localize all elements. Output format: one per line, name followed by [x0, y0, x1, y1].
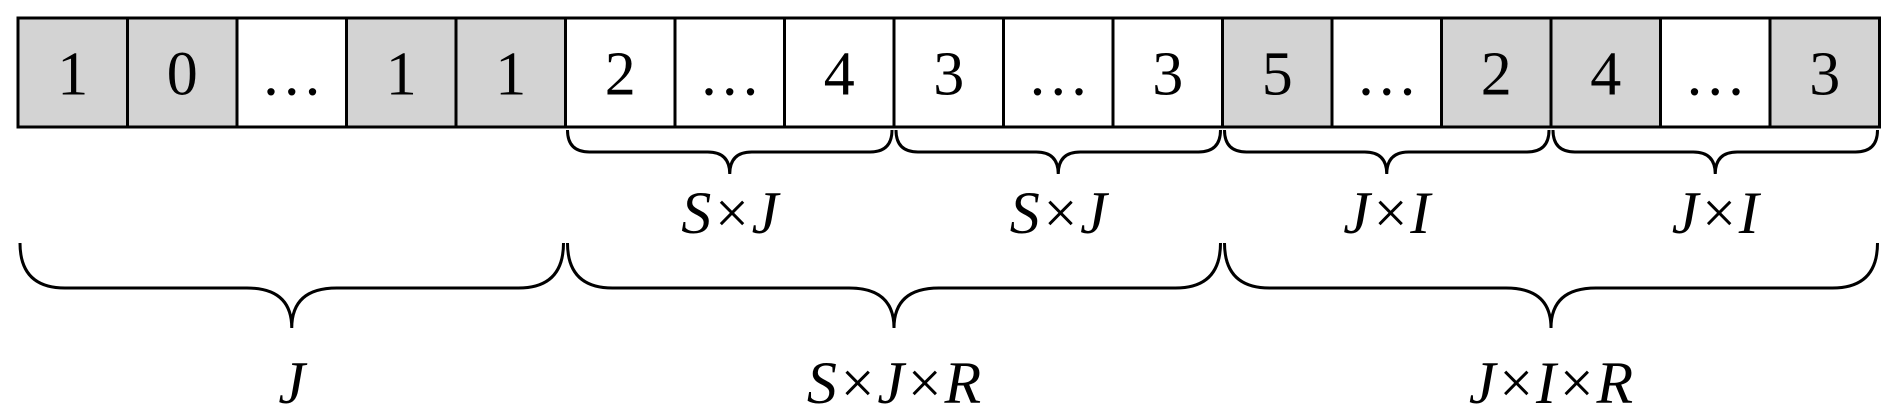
gene-cell-value: 1 — [386, 41, 417, 109]
gene-cell: 4 — [783, 16, 896, 129]
gene-cell: 1 — [454, 16, 567, 129]
gene-cell: 3 — [892, 16, 1005, 129]
group-bracket: S×J — [894, 129, 1222, 246]
gene-cell-value: … — [1684, 41, 1746, 109]
gene-cell-value: … — [1027, 41, 1089, 109]
gene-cell: 2 — [564, 16, 677, 129]
group-label: S×J×R — [807, 350, 981, 416]
gene-cell: 3 — [1111, 16, 1224, 129]
gene-cell-box — [1659, 16, 1772, 129]
curly-brace — [566, 242, 1222, 329]
curly-brace — [1223, 242, 1879, 329]
gene-cell-box — [16, 16, 129, 129]
gene-cell: … — [1002, 16, 1115, 129]
gene-cell-value: 2 — [605, 41, 636, 109]
gene-cell-value: 5 — [1262, 41, 1293, 109]
group-bracket: J — [18, 242, 565, 416]
gene-cell-box — [1002, 16, 1115, 129]
gene-cell-value: 3 — [1809, 41, 1840, 109]
inner-braces: S×J S×J J×I J×I — [566, 129, 1879, 246]
group-bracket: J×I — [1551, 129, 1879, 246]
curly-brace — [1551, 129, 1879, 175]
gene-cell-value: … — [1356, 41, 1418, 109]
gene-cell: 2 — [1440, 16, 1553, 129]
group-label: J — [278, 350, 307, 416]
gene-cell-box — [564, 16, 677, 129]
group-label: J×I — [1672, 180, 1762, 246]
curly-brace — [566, 129, 894, 175]
gene-cells: 1 0 … 1 1 2 … 4 3 … 3 5 … 2 4 … 3 — [16, 16, 1881, 129]
gene-cell-value: 4 — [1590, 41, 1621, 109]
gene-cell-value: 1 — [495, 41, 526, 109]
gene-cell-box — [1768, 16, 1881, 129]
gene-cell: 1 — [345, 16, 458, 129]
gene-cell-box — [1221, 16, 1334, 129]
gene-cell-box — [454, 16, 567, 129]
gene-cell: 5 — [1221, 16, 1334, 129]
gene-cell-box — [126, 16, 239, 129]
outer-braces: J S×J×R J×I×R — [18, 242, 1879, 416]
gene-cell-box — [673, 16, 786, 129]
gene-cell-box — [1440, 16, 1553, 129]
gene-cell-value: 1 — [57, 41, 88, 109]
gene-cell: … — [235, 16, 348, 129]
gene-cell-value: 3 — [933, 41, 964, 109]
gene-cell-value: 2 — [1481, 41, 1512, 109]
group-label: S×J — [1010, 180, 1109, 246]
gene-cell: 3 — [1768, 16, 1881, 129]
gene-cell-box — [783, 16, 896, 129]
group-bracket: S×J×R — [566, 242, 1222, 416]
gene-cell-value: 4 — [824, 41, 855, 109]
group-label: S×J — [681, 180, 780, 246]
gene-cell-box — [892, 16, 1005, 129]
gene-cell: … — [673, 16, 786, 129]
group-bracket: J×I×R — [1223, 242, 1879, 416]
gene-cell: 4 — [1549, 16, 1662, 129]
curly-brace — [1223, 129, 1551, 175]
group-label: J×I — [1343, 180, 1433, 246]
gene-cell-box — [1330, 16, 1443, 129]
curly-brace — [18, 242, 565, 329]
gene-cell: 0 — [126, 16, 239, 129]
gene-cell-value: … — [699, 41, 761, 109]
gene-cell: … — [1659, 16, 1772, 129]
gene-cell-value: 3 — [1152, 41, 1183, 109]
group-bracket: S×J — [566, 129, 894, 246]
gene-cell-value: 0 — [167, 41, 198, 109]
group-label: J×I×R — [1469, 350, 1633, 416]
curly-brace — [894, 129, 1222, 175]
gene-cell: … — [1330, 16, 1443, 129]
gene-cell-value: … — [261, 41, 323, 109]
gene-cell-box — [235, 16, 348, 129]
group-bracket: J×I — [1223, 129, 1551, 246]
gene-cell: 1 — [16, 16, 129, 129]
